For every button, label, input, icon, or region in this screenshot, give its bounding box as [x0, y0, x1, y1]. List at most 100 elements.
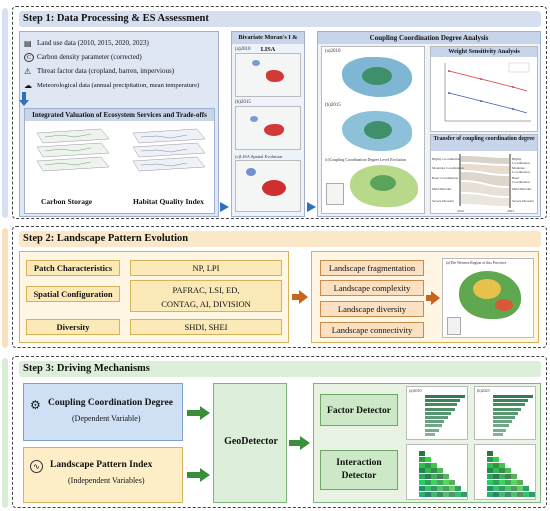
heatmap-cell: [505, 491, 511, 497]
dependent-title: Coupling Coordination Degree: [48, 398, 173, 408]
transfer-left-label: Mild Disorder: [432, 187, 452, 191]
geodetector-label: GeoDetector: [224, 436, 278, 447]
heatmap-cell: [461, 491, 467, 497]
dependent-sub: (Dependent Variable): [72, 414, 141, 423]
heatmap-cell: [487, 480, 493, 485]
landscape-map-panel: (a)The Western Region of this Province: [442, 258, 534, 338]
habitat-quality-label: Habitat Quality Index: [133, 197, 204, 206]
interaction-heatmap-b: [474, 444, 536, 500]
transfer-right-label: Severe Disorder: [512, 199, 534, 203]
input-text: Land use data (2010, 2015, 2020, 2023): [37, 39, 149, 47]
input-row: ☁ Meteorological data (annual precipitat…: [24, 78, 214, 92]
heatmap-cell: [529, 491, 535, 497]
heatmap-cell: [517, 485, 523, 491]
factor-year-label: (a)2010: [409, 388, 422, 393]
heatmap-cell: [437, 480, 443, 485]
metrics-diversity: SHDI, SHEI: [130, 319, 282, 335]
warning-icon: ⚠: [24, 66, 32, 76]
metrics-spatial: PAFRAC, LSI, ED, CONTAG, AI, DIVISION: [130, 280, 282, 312]
heatmap-cell: [425, 462, 431, 468]
heatmap-cell: [511, 491, 517, 497]
heatmap-cell: [487, 456, 493, 462]
heatmap-cell: [505, 468, 511, 474]
heatmap-cell: [511, 480, 517, 485]
transfer-left-label: Highly Coordination: [432, 157, 461, 161]
factor-bar: [493, 395, 533, 398]
metrics-patch: NP, LPI: [130, 260, 282, 276]
heatmap-cell: [431, 485, 437, 491]
heatmap-cell: [487, 451, 493, 456]
heatmap-cell: [505, 474, 511, 480]
heatmap-cell: [499, 462, 505, 468]
category-patch: Patch Characteristics: [26, 260, 120, 276]
heatmap-cell: [505, 485, 511, 491]
heatmap-cell: [443, 480, 449, 485]
weight-sensitivity-panel: Weight Sensitivity Analysis: [430, 46, 538, 132]
step1-side-bar: [2, 8, 8, 218]
flow-arrow-2: [307, 202, 316, 212]
interaction-detector-box: Interaction Detector: [320, 450, 398, 490]
detectors-box: Factor Detector Interaction Detector (a)…: [313, 383, 541, 503]
transfer-panel: Transfer of coupling coordination degree…: [430, 134, 538, 214]
heatmap-cell: [493, 480, 499, 485]
heatmap-cell: [493, 456, 499, 462]
heatmap-cell: [419, 474, 425, 480]
heatmap-cell: [437, 491, 443, 497]
metrics-box: Patch Characteristics NP, LPI Spatial Co…: [19, 251, 289, 343]
heatmap-cell: [487, 485, 493, 491]
weight-sensitivity-chart: [444, 62, 531, 122]
trend-line-icon: ∿: [30, 460, 43, 473]
moran-title: Bivariate Moran's I & LISA: [232, 32, 304, 53]
carbon-storage-label: Carbon Storage: [41, 197, 93, 206]
factor-chart-a: (a)2010: [406, 386, 468, 440]
input-row: C Carbon density parameter (corrected): [24, 50, 214, 64]
heatmap-cell: [419, 451, 425, 456]
input-row: ▤ Land use data (2010, 2015, 2020, 2023): [24, 36, 214, 50]
coupling-title: Coupling Coordination Degree Analysis: [318, 32, 540, 44]
step1-panel: Step 1: Data Processing & ES Assessment …: [12, 6, 547, 219]
factor-bar: [493, 416, 516, 419]
factor-bar: [493, 407, 522, 411]
heatmap-cell: [425, 468, 431, 474]
heatmap-cell: [425, 491, 431, 497]
input-text: Threat factor data (cropland, barren, im…: [37, 67, 175, 75]
category-diversity: Diversity: [26, 319, 120, 335]
factor-bar: [425, 407, 455, 411]
flow-arrow-green-3: [289, 440, 301, 446]
step3-side-bar: [2, 358, 8, 508]
heatmap-cell: [443, 474, 449, 480]
factor-chart-b: (b)2023: [474, 386, 536, 440]
factor-bar: [493, 411, 519, 415]
heatmap-cell: [431, 480, 437, 485]
factor-bar: [493, 420, 512, 424]
heatmap-cell: [437, 485, 443, 491]
factor-bar: [425, 424, 442, 428]
input-row: ⚠ Threat factor data (cropland, barren, …: [24, 64, 214, 78]
heatmap-cell: [499, 468, 505, 474]
outcomes-box: Landscape fragmentation Landscape comple…: [311, 251, 539, 343]
heatmap-cell: [517, 480, 523, 485]
factor-bar: [425, 420, 445, 424]
interaction-heatmap-a: [406, 444, 468, 500]
coupling-icon: ⚙: [30, 398, 41, 412]
step2-side-bar: [2, 228, 8, 348]
heatmap-cell: [419, 456, 425, 462]
factor-bar: [425, 428, 439, 432]
valuation-box: Integrated Valuation of Ecosystem Servic…: [24, 108, 215, 214]
moran-year-label: (c)LISA Spatial Evolution: [235, 154, 283, 159]
heatmap-cell: [431, 491, 437, 497]
heatmap-cell: [431, 474, 437, 480]
transfer-year-label: 2023: [507, 209, 514, 213]
heatmap-cell: [425, 485, 431, 491]
heatmap-cell: [505, 480, 511, 485]
transfer-right-label: Highly Coordination: [512, 157, 530, 165]
coupling-year-label: (c)Coupling Coordination Degree Level Ev…: [325, 157, 406, 162]
factor-detector-box: Factor Detector: [320, 394, 398, 426]
map-layers-icon: ▤: [24, 38, 32, 48]
heatmap-cell: [419, 480, 425, 485]
heatmap-cell: [493, 462, 499, 468]
step3-title: Step 3: Driving Mechanisms: [19, 361, 541, 377]
heatmap-cell: [425, 456, 431, 462]
interaction-detector-label: Interaction Detector: [336, 458, 382, 481]
factor-bar: [493, 428, 507, 432]
